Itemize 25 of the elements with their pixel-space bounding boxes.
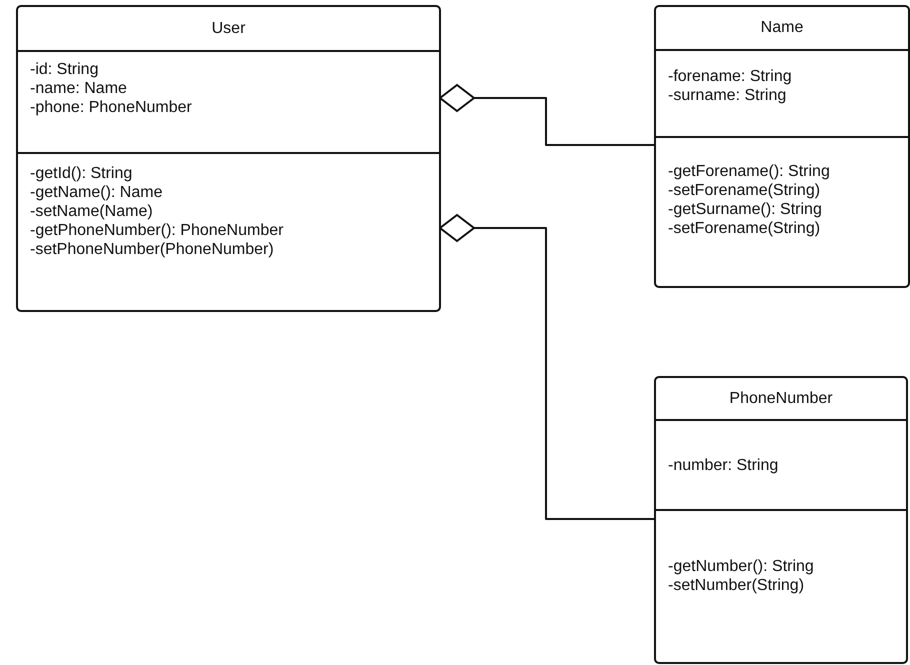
class-member: -number: String [668, 456, 780, 474]
aggregation-connector [438, 214, 655, 520]
class-member: -name: Name [30, 79, 128, 98]
class-member: -getName(): Name [30, 183, 164, 202]
class-member: -forename: String [668, 67, 793, 86]
class-name: PhoneNumber [729, 390, 833, 408]
class-box [16, 5, 441, 312]
class-member: -setForename(String) [668, 181, 822, 200]
class-member: -getPhoneNumber(): PhoneNumber [30, 221, 284, 240]
class-member: -getId(): String [30, 164, 134, 183]
class-member: -getForename(): String [668, 162, 831, 181]
class-member: -setPhoneNumber(PhoneNumber) [30, 240, 275, 259]
class-name: Name [760, 19, 804, 37]
aggregation-connector [438, 84, 655, 146]
class-member: -surname: String [668, 86, 788, 105]
class-name: User [212, 20, 246, 38]
class-member: -getNumber(): String [668, 557, 815, 576]
class-box [654, 5, 910, 288]
class-member: -getSurname(): String [668, 200, 823, 219]
class-box [654, 376, 908, 664]
class-member: -id: String [30, 60, 100, 79]
class-member: -setName(Name) [30, 202, 154, 221]
class-member: -phone: PhoneNumber [30, 98, 193, 117]
class-member: -setForename(String) [668, 219, 822, 238]
class-member: -setNumber(String) [668, 576, 806, 595]
